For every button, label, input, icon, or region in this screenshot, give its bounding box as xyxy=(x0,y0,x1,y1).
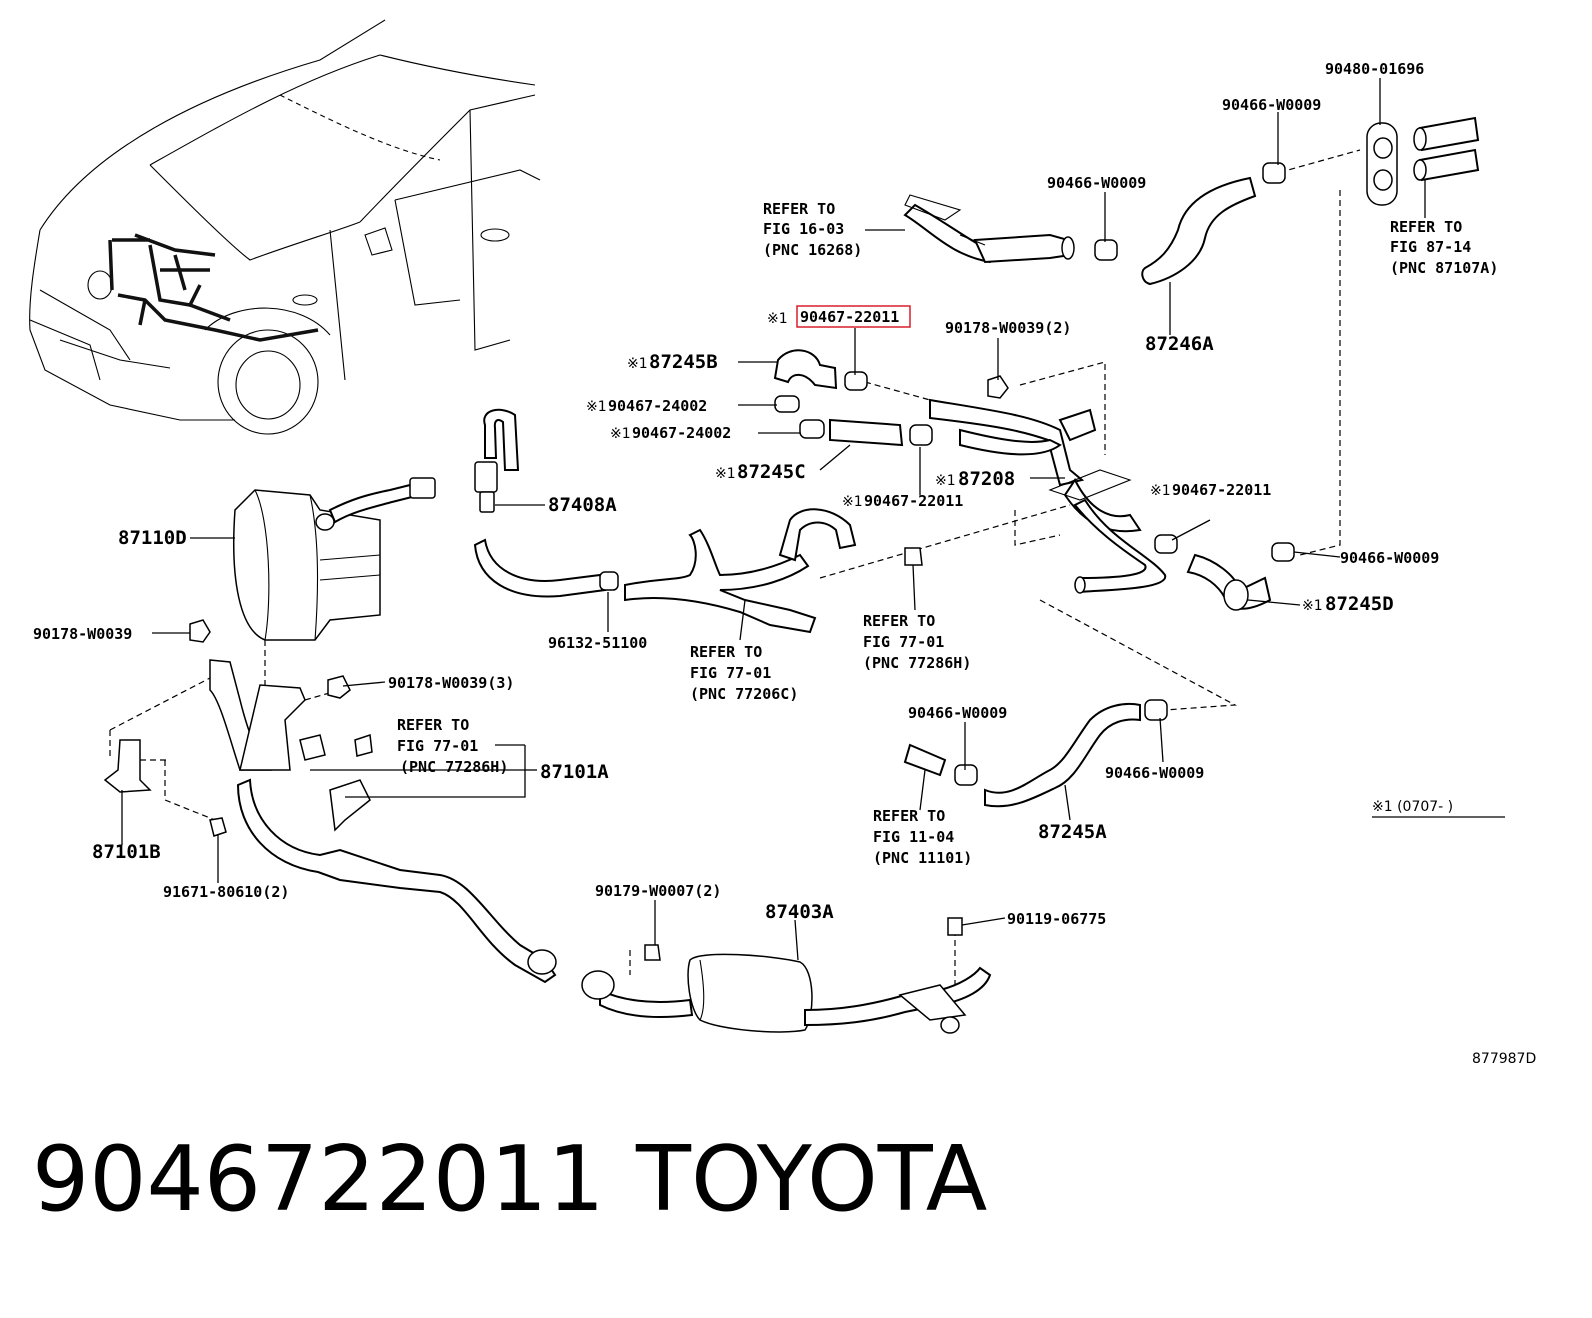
label-90467-22011-c: 90467-22011 xyxy=(1172,481,1271,499)
label-refer-87-14-line2: FIG 87-14 xyxy=(1390,238,1471,256)
label-90466-w0009-d: 90466-W0009 xyxy=(908,704,1007,722)
mark-90467-24002-a: ※1 xyxy=(586,399,607,415)
label-90178-w0039: 90178-W0039 xyxy=(33,625,132,643)
label-refer-77-01a-line1: REFER TO xyxy=(690,643,762,661)
label-87246a: 87246A xyxy=(1145,333,1214,355)
label-87245c: 87245C xyxy=(737,461,806,483)
label-refer-11-04-line1: REFER TO xyxy=(873,807,945,825)
label-96132-51100: 96132-51100 xyxy=(548,634,647,652)
label-refer-16-03-line3: (PNC 16268) xyxy=(763,241,862,259)
label-refer-77-01a-line2: FIG 77-01 xyxy=(690,664,771,682)
label-refer-87-14-line1: REFER TO xyxy=(1390,218,1462,236)
label-refer-77-01c-line2: FIG 77-01 xyxy=(397,737,478,755)
label-90466-w0009-b: 90466-W0009 xyxy=(1047,174,1146,192)
label-refer-11-04-line3: (PNC 11101) xyxy=(873,849,972,867)
label-range-note: ※1 (0707- ) xyxy=(1372,799,1453,815)
connection-lines xyxy=(109,149,1361,990)
mark-87245b: ※1 xyxy=(627,356,648,372)
label-figure-code: 877987D xyxy=(1472,1051,1536,1067)
label-87245a: 87245A xyxy=(1038,821,1107,843)
label-87245d: 87245D xyxy=(1325,593,1394,615)
label-87101a: 87101A xyxy=(540,761,609,783)
label-87403a: 87403A xyxy=(765,901,834,923)
label-90466-w0009-e: 90466-W0009 xyxy=(1105,764,1204,782)
label-refer-11-04-line2: FIG 11-04 xyxy=(873,828,954,846)
label-87245b: 87245B xyxy=(649,351,718,373)
label-refer-16-03-line1: REFER TO xyxy=(763,200,835,218)
mark-87245d: ※1 xyxy=(1302,598,1323,614)
label-90178-w0039-3: 90178-W0039(3) xyxy=(388,674,514,692)
hose-parts xyxy=(103,116,1480,1034)
label-90178-w0039-2: 90178-W0039(2) xyxy=(945,319,1071,337)
label-91671-80610-2: 91671-80610(2) xyxy=(163,883,289,901)
mark-90467-22011-b: ※1 xyxy=(842,494,863,510)
label-refer-77-01b-line3: (PNC 77286H) xyxy=(863,654,971,672)
label-refer-77-01b-line1: REFER TO xyxy=(863,612,935,630)
label-90467-22011-b: 90467-22011 xyxy=(864,492,963,510)
label-90179-w0007-2: 90179-W0007(2) xyxy=(595,882,721,900)
label-87408a: 87408A xyxy=(548,494,617,516)
label-refer-77-01c-line3: (PNC 77286H) xyxy=(400,758,508,776)
vehicle-illustration xyxy=(29,19,541,435)
brand-heading: TOYOTA xyxy=(636,1127,988,1232)
label-90467-22011-highlighted: 90467-22011 xyxy=(800,308,899,326)
mark-90467-22011-c: ※1 xyxy=(1150,483,1171,499)
label-refer-77-01a-line3: (PNC 77206C) xyxy=(690,685,798,703)
mark-90467-24002-b: ※1 xyxy=(610,426,631,442)
part-number-heading: 9046722011 xyxy=(32,1127,605,1232)
label-90467-24002-b: 90467-24002 xyxy=(632,424,731,442)
label-refer-77-01b-line2: FIG 77-01 xyxy=(863,633,944,651)
part-labels: 90480-01696 90466-W0009 90466-W0009 REFE… xyxy=(33,60,1536,1067)
label-87101b: 87101B xyxy=(92,841,161,863)
label-90466-w0009-c: 90466-W0009 xyxy=(1340,549,1439,567)
label-refer-77-01c-line1: REFER TO xyxy=(397,716,469,734)
mark-highlighted: ※1 xyxy=(767,311,788,327)
label-refer-16-03-line2: FIG 16-03 xyxy=(763,220,844,238)
label-90466-w0009-a: 90466-W0009 xyxy=(1222,96,1321,114)
mark-87208: ※1 xyxy=(935,473,956,489)
label-90467-24002-a: 90467-24002 xyxy=(608,397,707,415)
leader-lines xyxy=(121,78,1505,961)
label-refer-87-14-line3: (PNC 87107A) xyxy=(1390,259,1498,277)
label-90119-06775: 90119-06775 xyxy=(1007,910,1106,928)
label-87208: 87208 xyxy=(958,468,1015,490)
highlight-box xyxy=(796,305,911,328)
label-87110d: 87110D xyxy=(118,527,187,549)
label-90480-01696: 90480-01696 xyxy=(1325,60,1424,78)
mark-87245c: ※1 xyxy=(715,466,736,482)
